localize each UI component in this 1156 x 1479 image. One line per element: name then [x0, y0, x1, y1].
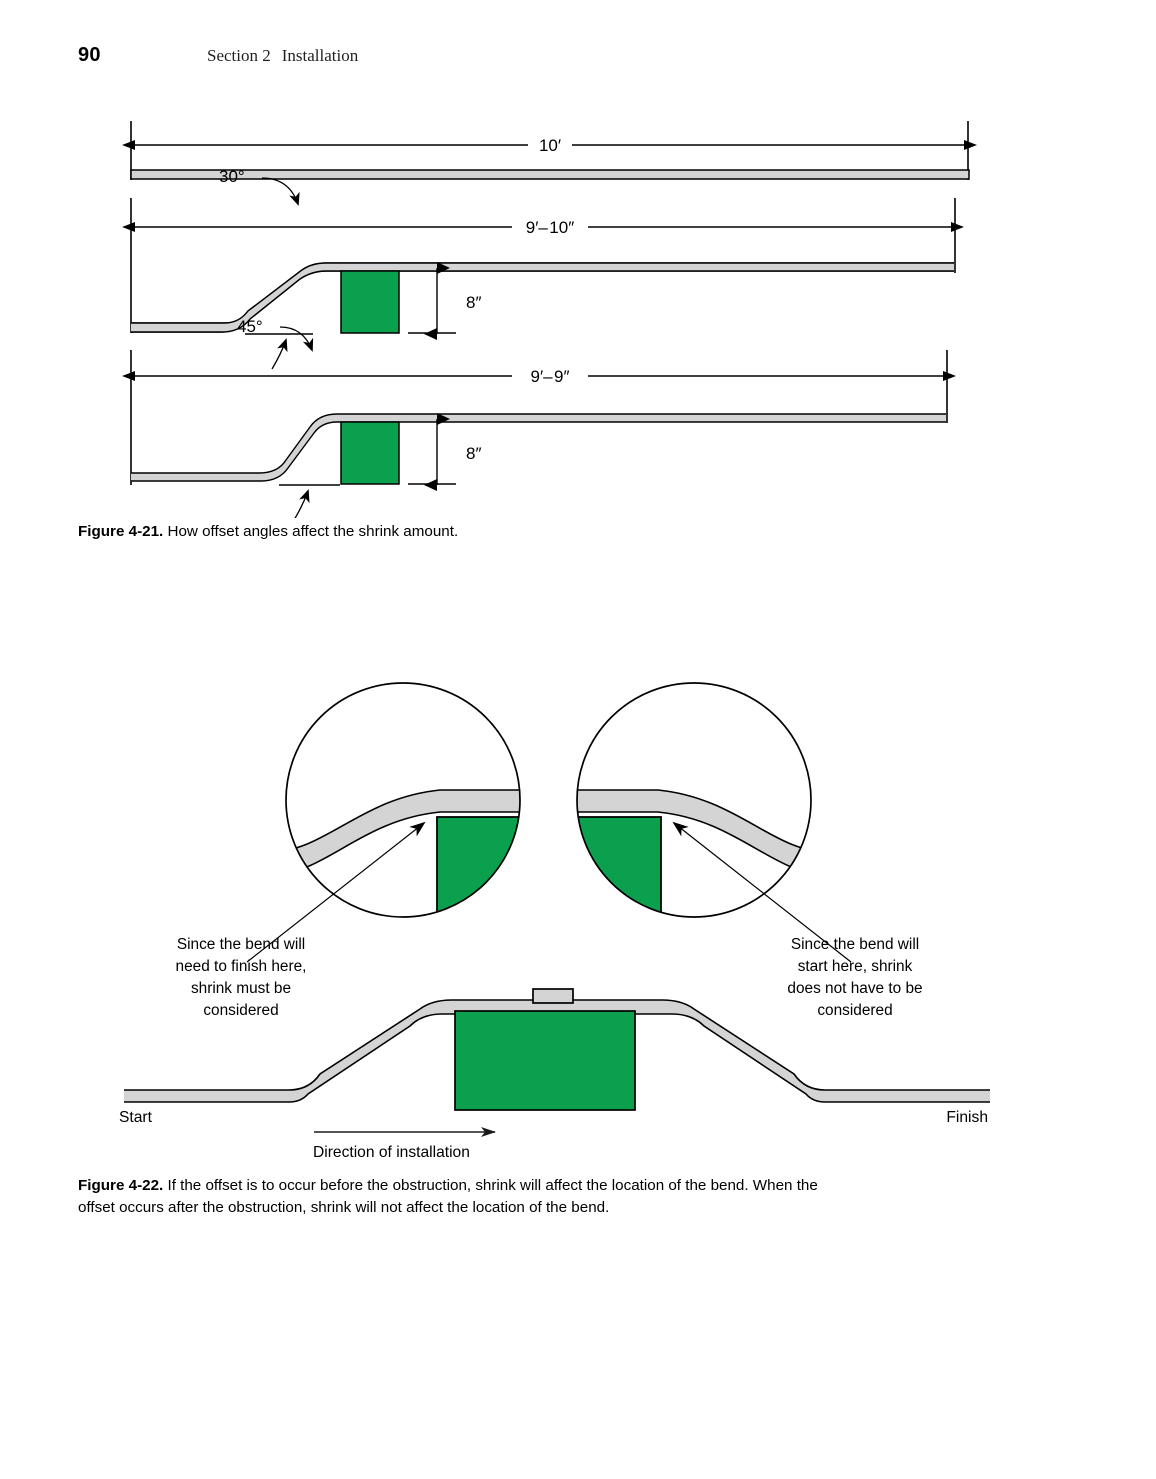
row-offset-45: 9′– 9″ 45° 8″	[122, 317, 956, 518]
page-number: 90	[78, 44, 101, 66]
obstruction-block	[454, 1010, 636, 1111]
detail-circle-left	[246, 682, 521, 963]
figure-4-21-caption-text: How offset angles affect the shrink amou…	[163, 523, 459, 540]
annotation-left-line-3: shrink must be	[191, 980, 291, 997]
row-offset-30: 9′– 10″ 30° 8″	[122, 167, 964, 370]
annotation-right: Since the bend will start here, shrink d…	[787, 936, 922, 1019]
figure-4-22-caption-line-1: If the offset is to occur before the obs…	[163, 1177, 818, 1194]
dimension-label-9ft9in: 9′– 9″	[531, 367, 570, 386]
annotation-right-line-2: start here, shrink	[798, 958, 913, 975]
running-head-title: Installation	[281, 46, 359, 65]
annotation-right-line-3: does not have to be	[787, 980, 922, 997]
dimension-label-9ft10in: 9′– 10″	[526, 218, 574, 237]
figure-4-22-caption-line-2: offset occurs after the obstruction, shr…	[78, 1198, 610, 1216]
figure-4-21-caption: Figure 4-21. How offset angles affect th…	[78, 521, 978, 543]
annotation-left-line-2: need to finish here,	[176, 958, 307, 975]
height-label-8in-45: 8″	[466, 444, 481, 463]
figure-4-21-artwork: 10′ 9′– 10″ 30°	[0, 118, 1156, 518]
running-head: Section 2 Installation	[207, 46, 358, 66]
figure-4-22-artwork: Since the bend will need to finish here,…	[0, 660, 1156, 1160]
angle-label-30: 30°	[219, 167, 245, 186]
figure-4-22-caption-label: Figure 4-22.	[78, 1177, 164, 1194]
annotation-left-line-4: considered	[203, 1002, 278, 1019]
detail-circle-right	[576, 682, 852, 963]
conduit-coupling	[532, 988, 574, 1004]
label-start: Start	[119, 1109, 153, 1126]
page-header: 90 Section 2 Installation	[0, 44, 1156, 74]
height-label-8in-30: 8″	[466, 293, 481, 312]
figure-4-21-caption-label: Figure 4-21.	[78, 523, 164, 540]
label-finish: Finish	[946, 1109, 988, 1126]
row-straight-conduit: 10′	[122, 121, 977, 180]
main-conduit-run	[124, 988, 990, 1111]
annotation-left-line-1: Since the bend will	[177, 936, 305, 953]
figure-4-22-caption: Figure 4-22. If the offset is to occur b…	[78, 1175, 1023, 1218]
label-direction-of-installation: Direction of installation	[313, 1144, 470, 1160]
annotation-left: Since the bend will need to finish here,…	[176, 936, 307, 1019]
annotation-right-line-1: Since the bend will	[791, 936, 919, 953]
angle-label-45: 45°	[237, 317, 263, 336]
annotation-right-line-4: considered	[817, 1002, 892, 1019]
running-head-section: Section 2	[207, 46, 271, 65]
dimension-label-10ft: 10′	[539, 136, 561, 155]
